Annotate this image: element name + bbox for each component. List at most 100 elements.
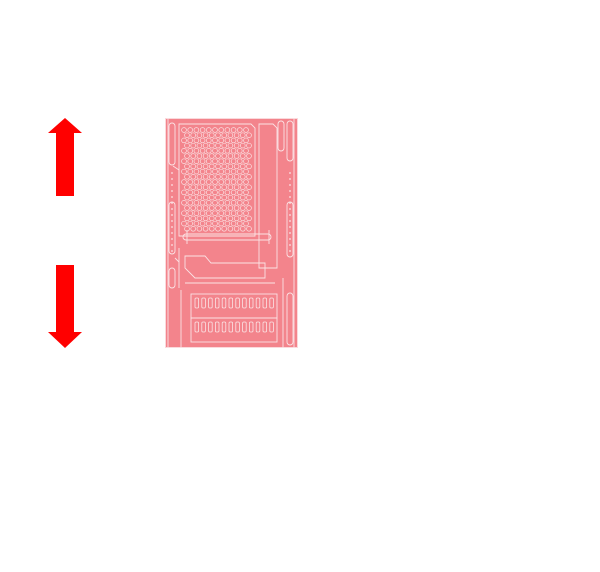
connector-pin (208, 297, 213, 309)
rail-dot (171, 208, 173, 210)
circuit-board-panel (165, 118, 298, 348)
honeycomb-cell (240, 132, 246, 138)
connector-pin (242, 297, 247, 309)
rail-dot (289, 208, 291, 210)
honeycomb-cell (206, 148, 212, 154)
honeycomb-cell (240, 184, 246, 190)
honeycomb-cell (181, 220, 187, 227)
connector-pin (269, 297, 274, 309)
honeycomb-cell (184, 142, 190, 149)
honeycomb-cell (190, 184, 196, 190)
honeycomb-cell (199, 137, 206, 144)
honeycomb-cell (240, 194, 246, 201)
honeycomb-cell (224, 210, 231, 216)
rail-dot (171, 238, 173, 240)
honeycomb-cell (209, 184, 215, 190)
honeycomb-cell (218, 220, 224, 227)
rail-dot (171, 184, 173, 186)
rail-dot (171, 202, 173, 204)
honeycomb-cell (224, 127, 231, 133)
honeycomb-cell (227, 132, 234, 138)
scroll-down-arrow[interactable] (46, 265, 84, 348)
honeycomb-cell (193, 179, 200, 185)
connector-pin (194, 321, 199, 333)
connector-pin (255, 297, 261, 309)
honeycomb-cell (202, 205, 209, 211)
honeycomb-cell (230, 210, 237, 216)
honeycomb-cell (187, 148, 193, 154)
honeycomb-cell (184, 163, 190, 170)
honeycomb-cell (237, 210, 243, 216)
honeycomb-cell (184, 184, 190, 190)
honeycomb-cell (221, 153, 227, 159)
arrow-down-icon (48, 265, 82, 348)
honeycomb-cell (227, 163, 234, 170)
honeycomb-cell (224, 137, 231, 144)
honeycomb-cell (206, 189, 212, 196)
honeycomb-cell (206, 137, 212, 144)
honeycomb-cell (187, 127, 193, 133)
connector-pin (262, 321, 267, 333)
honeycomb-cell (233, 174, 240, 180)
honeycomb-cell (199, 127, 206, 133)
honeycomb-cell (199, 189, 206, 196)
honeycomb-cell (199, 200, 206, 206)
honeycomb-cell (246, 205, 252, 211)
honeycomb-cell (196, 174, 203, 180)
honeycomb-cell (240, 174, 246, 180)
scroll-up-arrow[interactable] (46, 118, 84, 196)
honeycomb-cell (190, 163, 196, 170)
honeycomb-cell (206, 220, 212, 227)
connector-pin (228, 297, 233, 309)
honeycomb-cell (237, 189, 243, 196)
honeycomb-cell (212, 210, 218, 216)
connector-pin (249, 297, 254, 309)
honeycomb-cell (243, 200, 249, 206)
honeycomb-cell (224, 148, 231, 154)
honeycomb-cell (184, 226, 190, 232)
rail-dot (289, 226, 291, 228)
honeycomb-cell (243, 148, 249, 154)
rail-dot (171, 226, 173, 228)
honeycomb-cell (227, 184, 234, 190)
honeycomb-cell (212, 148, 218, 154)
honeycomb-cell (230, 168, 237, 175)
arrow-up-icon (48, 118, 82, 196)
honeycomb-cell (230, 158, 237, 164)
honeycomb-cell (221, 226, 227, 232)
rail-dot (171, 178, 173, 180)
honeycomb-cell (202, 153, 209, 159)
connector-pin (201, 297, 206, 309)
honeycomb-cell (246, 194, 252, 201)
honeycomb-cell (199, 148, 206, 154)
honeycomb-cell (230, 200, 237, 206)
honeycomb-cell (202, 132, 209, 138)
honeycomb-cell (233, 194, 240, 201)
honeycomb-cell (196, 163, 203, 170)
honeycomb-cell (196, 226, 203, 232)
honeycomb-cell (209, 153, 215, 159)
rail-dot (289, 190, 291, 192)
honeycomb-cell (181, 158, 187, 164)
connector-pin (249, 321, 254, 333)
honeycomb-cell (233, 215, 240, 222)
honeycomb-cell (196, 205, 203, 211)
rail-dot (171, 172, 173, 174)
connector-pin (242, 321, 247, 333)
honeycomb-cell (218, 189, 224, 196)
honeycomb-cell (190, 226, 196, 232)
honeycomb-cell (224, 168, 231, 175)
honeycomb-cell (224, 179, 231, 185)
honeycomb-cell (206, 179, 212, 185)
honeycomb-cell (224, 158, 231, 164)
honeycomb-cell (218, 200, 224, 206)
honeycomb-cell (215, 226, 221, 232)
honeycomb-cell (215, 174, 221, 180)
honeycomb-cell (193, 200, 200, 206)
rail-dot (289, 196, 291, 198)
honeycomb-cell (199, 179, 206, 185)
circuit-board-icon (165, 118, 298, 348)
honeycomb-cell (212, 158, 218, 164)
honeycomb-cell (237, 200, 243, 206)
honeycomb-cell (181, 179, 187, 185)
